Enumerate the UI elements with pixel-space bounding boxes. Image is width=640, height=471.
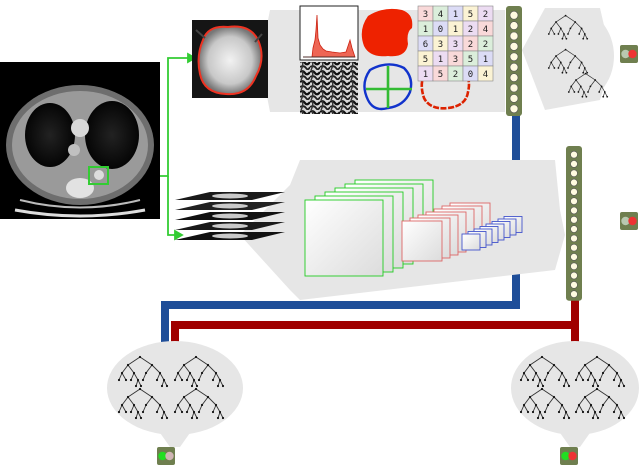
glcm-value: 5	[423, 55, 428, 65]
decision-tree-icon	[173, 387, 225, 420]
glcm-cell	[477, 65, 494, 82]
neuron-node	[509, 83, 519, 93]
glcm-value: 1	[423, 70, 428, 80]
glcm-value: 5	[468, 55, 473, 65]
deep-learning-panel	[175, 160, 565, 300]
glcm-value: 2	[483, 10, 488, 20]
bottom-left-tree-bubble	[107, 341, 243, 447]
glcm-value: 2	[453, 70, 458, 80]
green-light	[621, 49, 630, 59]
red-light	[165, 451, 174, 461]
glcm-value: 4	[483, 25, 488, 35]
glcm-value: 1	[438, 55, 443, 65]
neuron-node	[570, 253, 578, 261]
segmentation-mask-icon	[361, 8, 413, 57]
glcm-value: 0	[438, 25, 443, 35]
nodule-crop-image	[192, 20, 268, 98]
traffic-light-icon	[620, 45, 638, 63]
neuron-node	[509, 62, 519, 72]
glcm-value: 3	[453, 55, 458, 65]
neuron-node	[509, 52, 519, 62]
neuron-node	[570, 169, 578, 178]
decision-tree-icon	[547, 48, 589, 74]
green-light	[621, 216, 630, 226]
neuron-node	[509, 42, 519, 51]
neuron-node	[509, 104, 519, 114]
glcm-value: 2	[483, 40, 488, 50]
decision-tree-icon	[574, 355, 626, 388]
neuron-node	[570, 197, 578, 205]
cnn-layers-icon	[304, 179, 523, 277]
green-light	[158, 451, 167, 461]
traffic-light-icon	[620, 212, 638, 230]
red-light	[628, 49, 637, 59]
neuron-node	[570, 178, 578, 187]
glcm-value: 3	[438, 40, 443, 50]
decision-tree-icon	[574, 387, 626, 420]
neuron-node	[570, 262, 578, 270]
glcm-value: 1	[483, 55, 488, 65]
glcm-value: 1	[453, 25, 458, 35]
slice-stack-image	[175, 192, 285, 240]
glcm-value: 1	[423, 25, 428, 35]
glcm-value: 3	[453, 40, 458, 50]
neuron-node	[570, 243, 578, 252]
neuron-node	[509, 21, 519, 30]
glcm-value: 3	[423, 10, 428, 20]
decision-tree-icon	[117, 387, 169, 420]
neuron-node	[509, 94, 519, 103]
red-light	[628, 216, 637, 226]
traffic-light-icon	[560, 447, 578, 465]
ct-scan-image	[0, 62, 160, 219]
neuron-node	[570, 234, 578, 243]
decision-tree-icon	[117, 355, 169, 388]
green-light	[561, 451, 570, 461]
glcm-value: 4	[438, 10, 443, 20]
neuron-node	[570, 216, 578, 224]
neuron-node	[570, 271, 578, 280]
bottom-right-tree-bubble	[511, 341, 639, 447]
decision-tree-icon	[519, 387, 571, 420]
decision-tree-icon	[519, 355, 571, 388]
nodule-roi-box	[88, 166, 109, 185]
glcm-value: 2	[468, 25, 473, 35]
feature-map	[304, 199, 384, 277]
neuron-node	[509, 73, 519, 82]
decision-tree-icon	[567, 72, 609, 98]
texture-image	[300, 62, 358, 114]
glcm-value: 6	[423, 40, 428, 50]
red-light	[568, 451, 577, 461]
shape-contour-icon	[363, 63, 413, 111]
neuron-node	[509, 31, 519, 41]
neuron-node	[570, 160, 578, 168]
top-neuron-column	[506, 6, 522, 116]
glcm-value: 5	[438, 70, 443, 80]
feature-map	[461, 233, 481, 251]
decision-tree-icon	[547, 14, 589, 40]
traffic-light-icon	[157, 447, 175, 465]
right-neuron-column	[566, 146, 582, 301]
neuron-node	[509, 10, 519, 20]
neuron-node	[570, 281, 578, 289]
histogram-icon	[299, 5, 359, 61]
glcm-value: 1	[453, 10, 458, 20]
glcm-value: 2	[468, 40, 473, 50]
neuron-node	[570, 206, 578, 215]
feature-map	[401, 220, 443, 262]
neuron-node	[570, 290, 578, 298]
decision-tree-icon	[173, 355, 225, 388]
glcm-value: 5	[468, 10, 473, 20]
glcm-value: 0	[468, 70, 473, 80]
top-right-tree-bubble	[522, 8, 614, 110]
neuron-node	[570, 188, 578, 196]
neuron-node	[570, 225, 578, 233]
neuron-node	[570, 150, 578, 159]
glcm-value: 4	[483, 70, 488, 80]
